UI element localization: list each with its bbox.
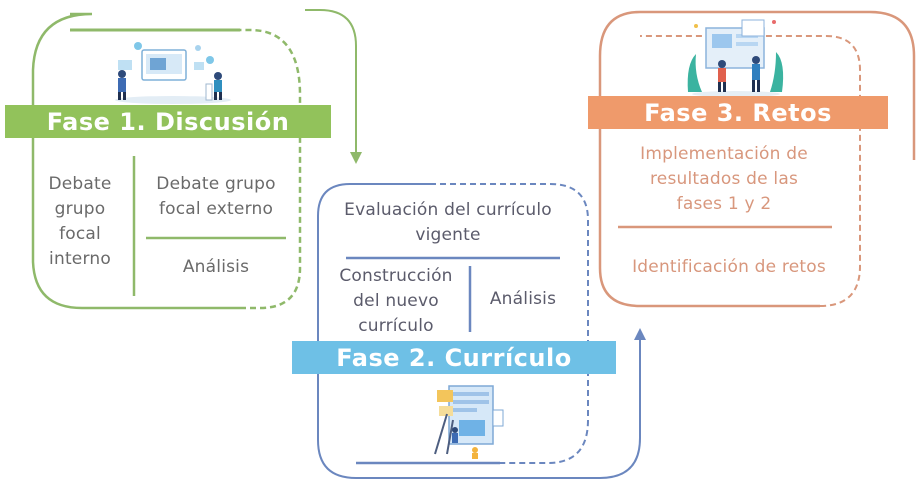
phase-1-analysis: Análisis [182,257,250,277]
phase-3-title: Fase 3. Retos [588,96,888,129]
phase-1-internal-debate: Debate grupo focal interno [48,174,112,269]
phase-3-challenges: Identificación de retos [632,257,826,277]
phase-1-title: Fase 1. Discusión [5,105,331,138]
challenges-illustration [687,19,784,97]
phase-3-implementation: Implementación de resultados de las fase… [640,144,808,214]
phase-2-title: Fase 2. Currículo [292,341,616,374]
curriculum-illustration [434,385,504,459]
phase-2-evaluation: Evaluación del currículo vigente [344,200,552,245]
phase-2-analysis: Análisis [489,289,557,309]
discussion-illustration [115,42,231,104]
phase-1-external-debate: Debate grupo focal externo [156,174,276,219]
phase-2-construction: Construcción del nuevo currículo [339,266,453,336]
